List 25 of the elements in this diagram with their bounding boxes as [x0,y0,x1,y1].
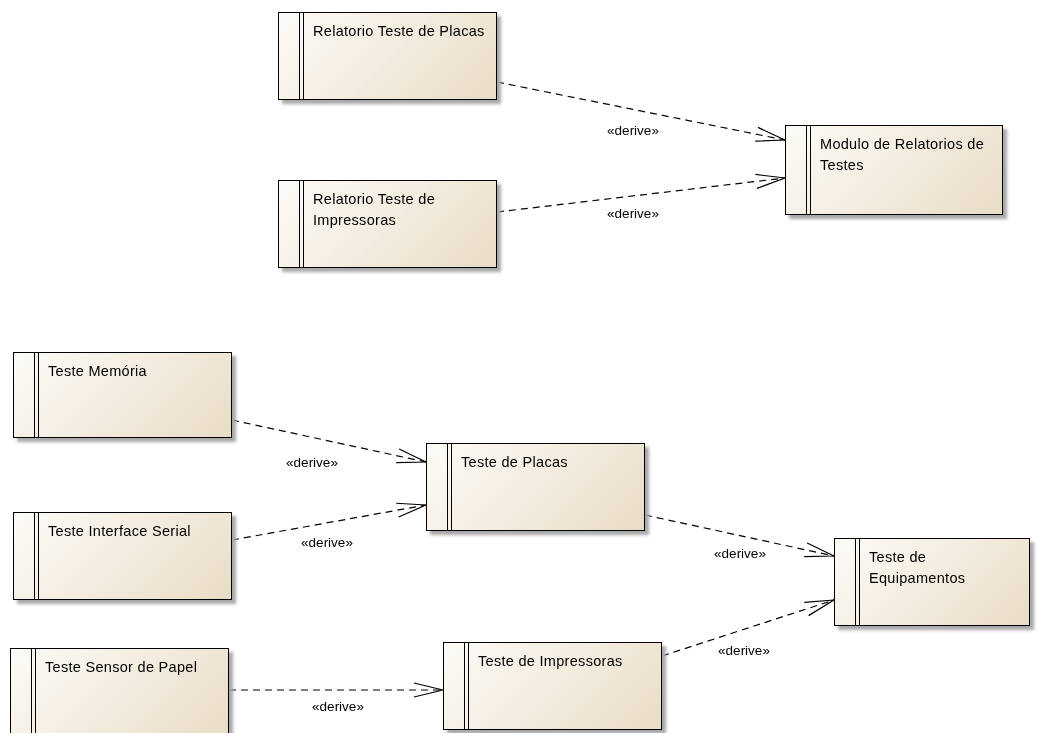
requirement-box [13,352,232,438]
box-label: Teste Memória [48,362,148,381]
requirement-box [834,538,1030,626]
box-label: Relatorio Teste de Impressoras [313,190,436,230]
box-label: Teste de Equipamentos [869,548,967,588]
requirement-box [10,648,229,733]
requirement-box [278,180,497,268]
dependency-arrow [661,599,835,657]
requirement-box [278,12,497,100]
requirement-box [426,443,645,531]
box-label: Teste Interface Serial [48,522,192,541]
dependency-arrow [231,419,427,464]
box-label: Teste Sensor de Papel [45,658,199,677]
requirement-box [785,125,1003,215]
box-label: Modulo de Relatorios de Testes [820,135,986,175]
dependency-arrow [496,81,786,142]
dependency-arrow [228,682,444,698]
box-label: Relatorio Teste de Placas [313,22,486,41]
requirement-box [443,642,662,730]
dependency-arrow [231,502,427,541]
requirement-box [13,512,232,600]
dependency-arrow [644,514,835,558]
dependency-arrow [496,173,786,213]
box-label: Teste de Impressoras [478,652,624,671]
box-label: Teste de Placas [461,453,569,472]
